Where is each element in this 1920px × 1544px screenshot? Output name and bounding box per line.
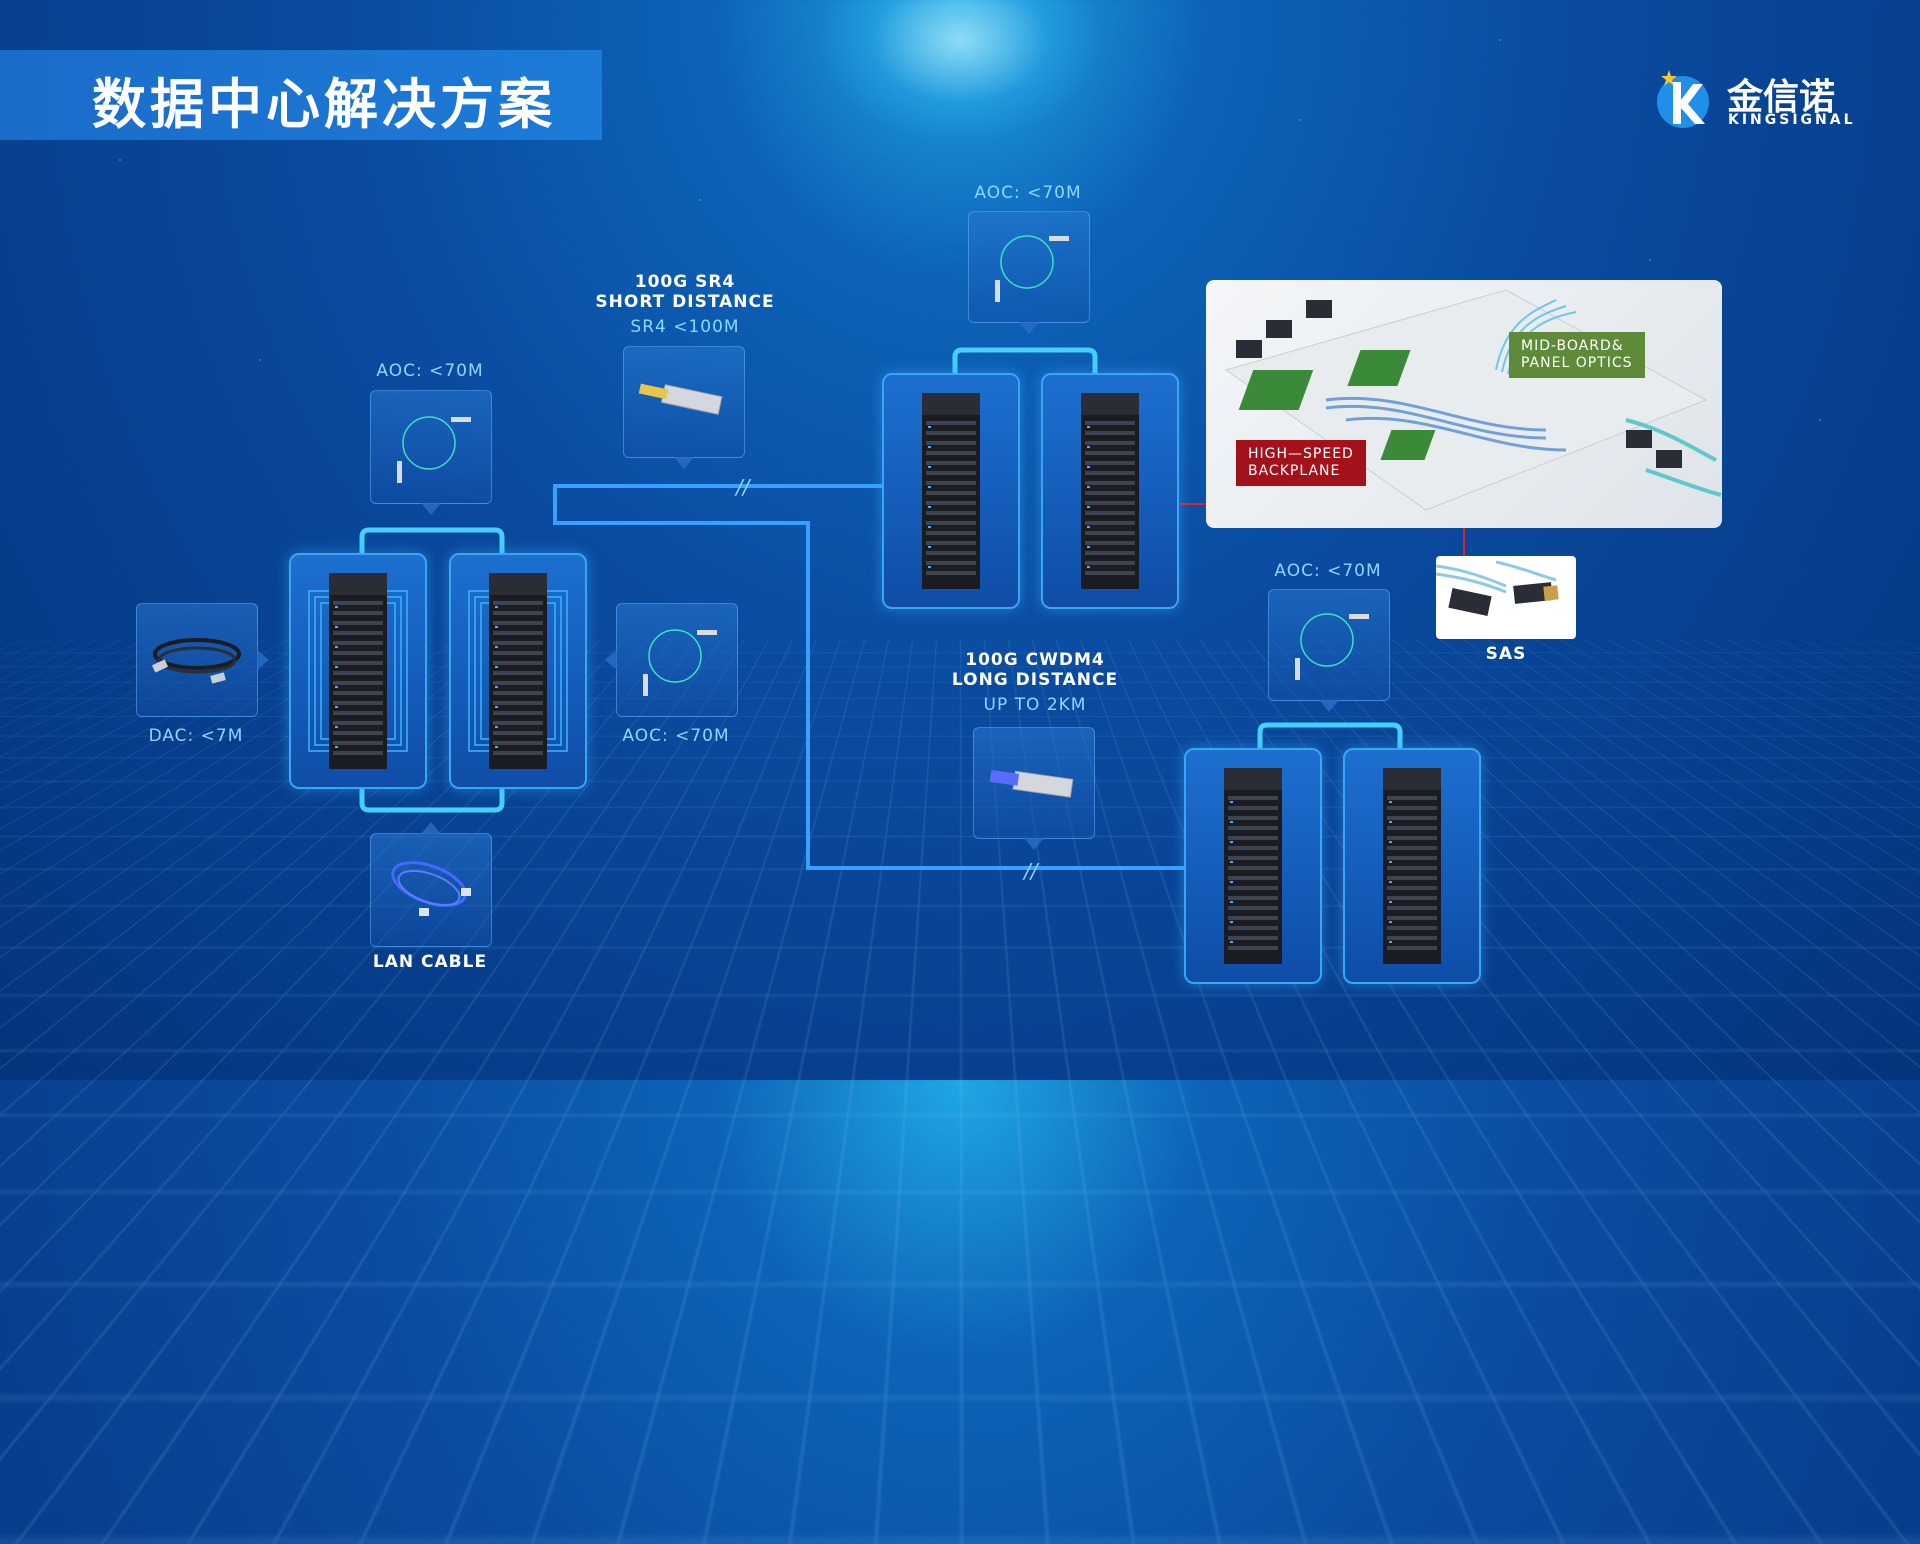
server-rack-icon [1081,393,1139,589]
logo-chinese-name: 金信诺 [1727,77,1836,118]
sas-cable-card [1436,556,1576,639]
aoc-bottom-right-card [1268,589,1390,712]
server-rack-icon [308,573,408,769]
server-rack-mid-2 [1041,373,1179,609]
left-pair-bottom-bracket [359,787,505,813]
aoc-cable-icon [397,416,471,483]
aoc-cable-icon [1295,613,1369,680]
sas-cable-icon [1436,560,1559,616]
backplane-tag-line1: HIGH—SPEED [1248,446,1354,462]
qsfp-module-icon [638,383,723,415]
server-rack-icon [1383,768,1441,964]
backplane-tag: HIGH—SPEED BACKPLANE [1236,440,1366,486]
qsfp-module-icon [989,769,1074,798]
sr4-break-mark: // [734,475,752,499]
sr4-link [553,484,882,525]
left-pair-top-bracket [359,527,505,553]
server-rack-right-1 [1184,748,1322,984]
server-rack-mid-1 [882,373,1020,609]
server-rack-icon [1224,768,1282,964]
sr4-distance-label: SR4 <100M [630,317,740,337]
cwdm4-title-line1: 100G CWDM4 [965,650,1105,670]
aoc-left-top-card [370,390,492,515]
aoc-top-mid-card [968,211,1090,334]
server-rack-left-2 [449,553,587,789]
cwdm4-title-line2: LONG DISTANCE [951,670,1119,690]
aoc-cable-icon [643,629,717,696]
aoc-top-mid-label: AOC: <70M [974,183,1082,203]
sr4-title-line1: 100G SR4 [634,272,736,292]
aoc-bottom-right-label: AOC: <70M [1274,561,1382,581]
lan-card [370,822,492,947]
dac-card [136,603,269,717]
kingsignal-logo: 金信诺 KINGSIGNAL [1655,58,1865,138]
title-banner: 数据中心解决方案 [0,50,602,140]
aoc-left-top-label: AOC: <70M [376,361,484,381]
mid-pair-top-bracket [952,347,1098,373]
cwdm4-module-card [973,727,1095,850]
lan-cable-icon [391,861,471,916]
board-photo-panel: MID-BOARD& PANEL OPTICS HIGH—SPEED BACKP… [1206,280,1722,528]
backplane-tag-line2: BACKPLANE [1248,463,1341,479]
dac-label: DAC: <7M [148,726,244,746]
cwdm4-break-mark: // [1022,859,1040,883]
right-pair-top-bracket [1257,722,1403,748]
midboard-tag-line2: PANEL OPTICS [1521,355,1633,371]
aoc-left-right-label: AOC: <70M [622,726,730,746]
aoc-cable-icon [995,235,1069,302]
server-rack-left-1 [289,553,427,789]
cwdm4-distance-label: UP TO 2KM [983,695,1087,715]
lan-label: LAN CABLE [372,952,488,972]
kingsignal-k-icon [1657,70,1709,128]
aoc-left-right-card [605,603,738,717]
server-rack-right-2 [1343,748,1481,984]
server-rack-icon [468,573,568,769]
dac-cable-icon [151,638,241,684]
sas-label: SAS [1485,644,1527,664]
server-rack-icon [922,393,980,589]
pcb-board-icon [1224,289,1722,511]
midboard-tag: MID-BOARD& PANEL OPTICS [1509,332,1645,378]
page-title: 数据中心解决方案 [92,73,556,136]
cwdm4-link [555,521,1184,870]
midboard-tag-line1: MID-BOARD& [1521,338,1624,354]
sr4-module-card [623,346,745,469]
logo-english-name: KINGSIGNAL [1728,112,1856,128]
sr4-title-line2: SHORT DISTANCE [595,292,775,312]
